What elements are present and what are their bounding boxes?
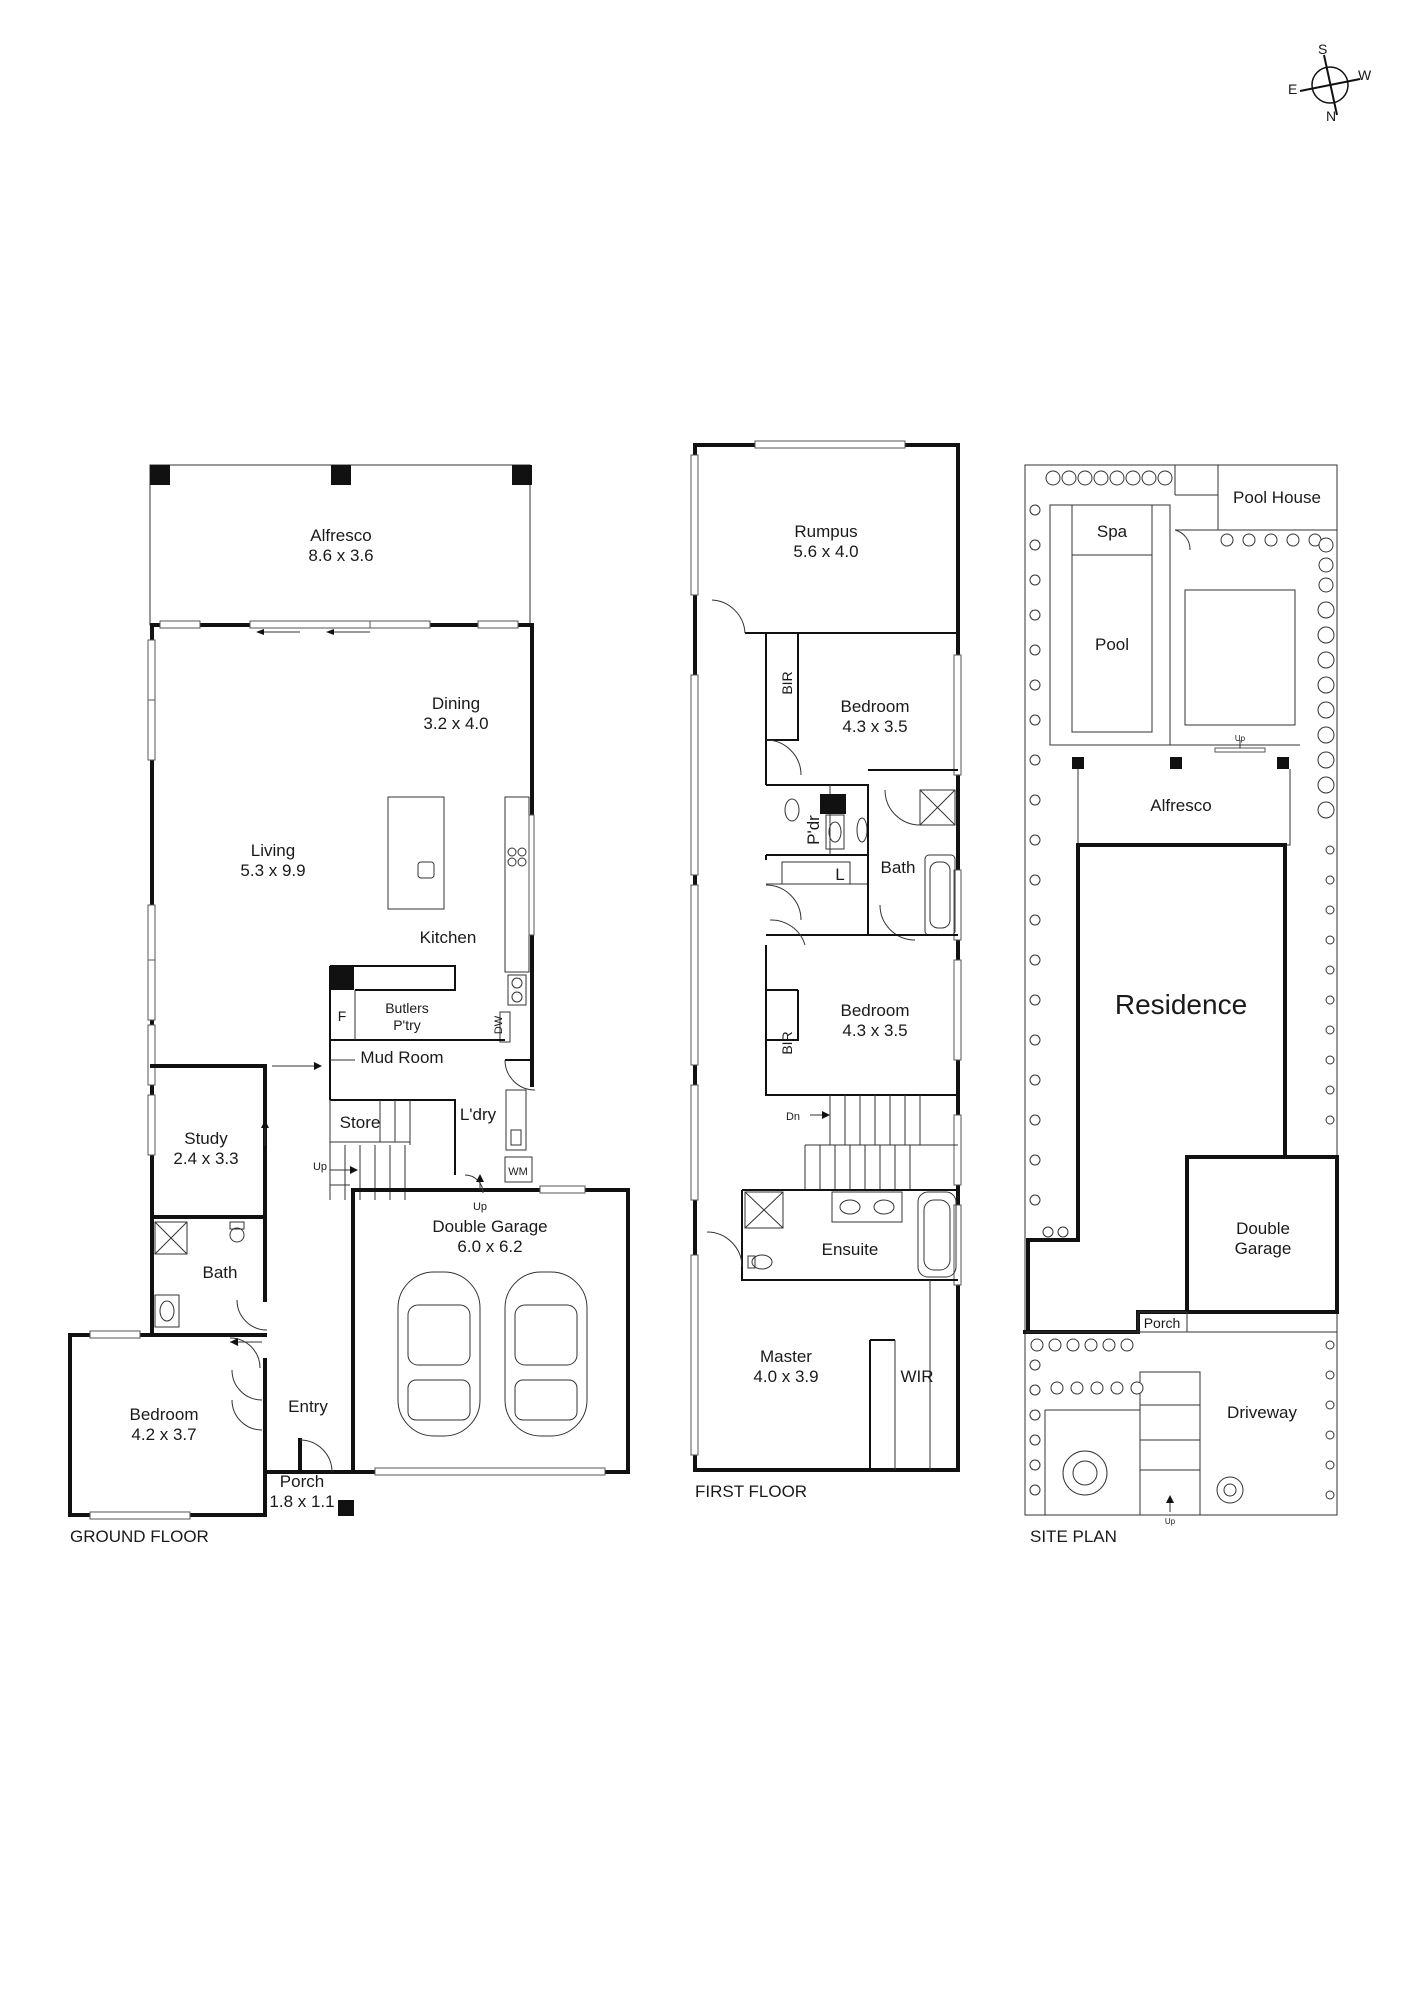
gf-alfresco-label: Alfresco bbox=[310, 526, 371, 545]
first-floor-plan: Rumpus 5.6 x 4.0 BIR Bedroom 4.3 x 3.5 P… bbox=[690, 440, 962, 1501]
gf-alfresco-dims: 8.6 x 3.6 bbox=[308, 546, 373, 565]
sp-spa-label: Spa bbox=[1097, 522, 1128, 541]
ff-dn-label: Dn bbox=[786, 1111, 800, 1123]
ff-wir-label: WIR bbox=[900, 1367, 933, 1386]
gf-porch-dims: 1.8 x 1.1 bbox=[269, 1492, 334, 1511]
ff-master-dims: 4.0 x 3.9 bbox=[753, 1367, 818, 1386]
gf-kitchen-label: Kitchen bbox=[420, 928, 477, 947]
gf-dining-label: Dining bbox=[432, 694, 480, 713]
compass: S W E N bbox=[1288, 41, 1372, 124]
ff-master-label: Master bbox=[760, 1347, 812, 1366]
ff-bir2-label: BIR bbox=[779, 1031, 795, 1054]
sp-garage-line2: Garage bbox=[1235, 1239, 1292, 1258]
sp-pool-label: Pool bbox=[1095, 635, 1129, 654]
gf-mud-room-label: Mud Room bbox=[360, 1048, 443, 1067]
gf-up-label-2: Up bbox=[473, 1201, 487, 1213]
gf-porch-label: Porch bbox=[280, 1472, 324, 1491]
ground-floor-plan: Alfresco 8.6 x 3.6 Dining 3.2 x 4.0 Livi… bbox=[68, 464, 630, 1546]
gf-living-label: Living bbox=[251, 841, 295, 860]
sp-pool-house-label: Pool House bbox=[1233, 488, 1321, 507]
gf-dining-dims: 3.2 x 4.0 bbox=[423, 714, 488, 733]
ff-bir1-label: BIR bbox=[779, 671, 795, 694]
compass-n: N bbox=[1326, 108, 1336, 124]
site-plan: Pool House Spa Pool Up Alfresco Residenc… bbox=[1023, 464, 1339, 1546]
ff-linen-label: L bbox=[835, 865, 844, 884]
ff-rumpus-dims: 5.6 x 4.0 bbox=[793, 542, 858, 561]
ff-bedroom2-label: Bedroom bbox=[841, 1001, 910, 1020]
ff-bedroom1-label: Bedroom bbox=[841, 697, 910, 716]
gf-fridge-label: F bbox=[338, 1008, 347, 1024]
gf-study-label: Study bbox=[184, 1129, 228, 1148]
ff-ensuite-label: Ensuite bbox=[822, 1240, 879, 1259]
site-plan-caption: SITE PLAN bbox=[1030, 1527, 1117, 1546]
gf-store-label: Store bbox=[340, 1113, 381, 1132]
gf-garage-label: Double Garage bbox=[432, 1217, 547, 1236]
gf-up-label-1: Up bbox=[313, 1161, 327, 1173]
sp-alfresco-label: Alfresco bbox=[1150, 796, 1211, 815]
gf-butlers-line2: P'try bbox=[393, 1017, 421, 1033]
ff-rumpus-label: Rumpus bbox=[794, 522, 857, 541]
sp-porch-label: Porch bbox=[1144, 1315, 1181, 1331]
first-floor-caption: FIRST FLOOR bbox=[695, 1482, 807, 1501]
compass-s: S bbox=[1318, 41, 1327, 57]
gf-dw-label: DW bbox=[493, 1015, 505, 1034]
sp-up-label-2: Up bbox=[1165, 1517, 1176, 1526]
gf-wm-label: WM bbox=[508, 1166, 528, 1178]
ff-bath-label: Bath bbox=[881, 858, 916, 877]
ff-bedroom1-dims: 4.3 x 3.5 bbox=[842, 717, 907, 736]
sp-up-label-1: Up bbox=[1235, 734, 1246, 743]
ff-pdr-label: P'dr bbox=[804, 815, 823, 845]
gf-study-dims: 2.4 x 3.3 bbox=[173, 1149, 238, 1168]
gf-garage-dims: 6.0 x 6.2 bbox=[457, 1237, 522, 1256]
compass-w: W bbox=[1358, 67, 1372, 83]
sp-driveway-label: Driveway bbox=[1227, 1403, 1297, 1422]
ff-bedroom2-dims: 4.3 x 3.5 bbox=[842, 1021, 907, 1040]
gf-living-dims: 5.3 x 9.9 bbox=[240, 861, 305, 880]
gf-bedroom-dims: 4.2 x 3.7 bbox=[131, 1425, 196, 1444]
gf-entry-label: Entry bbox=[288, 1397, 328, 1416]
compass-e: E bbox=[1288, 81, 1297, 97]
gf-bedroom-label: Bedroom bbox=[130, 1405, 199, 1424]
sp-residence-label: Residence bbox=[1115, 989, 1247, 1020]
gf-laundry-label: L'dry bbox=[460, 1105, 497, 1124]
sp-garage-line1: Double bbox=[1236, 1219, 1290, 1238]
gf-butlers-line1: Butlers bbox=[385, 1000, 429, 1016]
ground-floor-caption: GROUND FLOOR bbox=[70, 1527, 209, 1546]
gf-bath-label: Bath bbox=[203, 1263, 238, 1282]
